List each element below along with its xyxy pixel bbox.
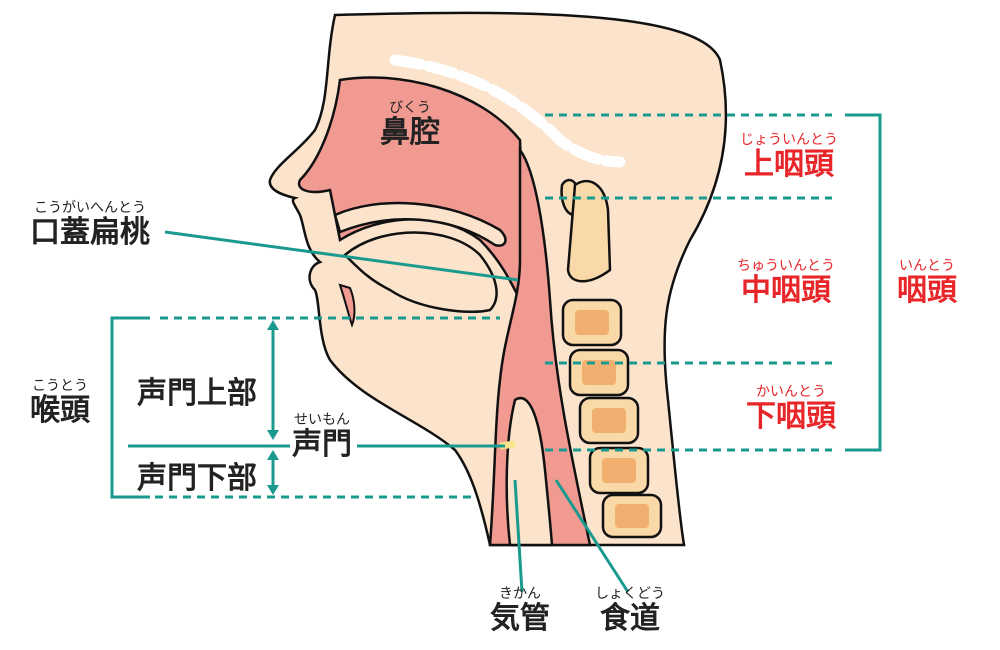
label-supraglottis: 声門上部 (137, 376, 257, 411)
ruby: びくう (389, 100, 431, 116)
ruby: じょういんとう (740, 132, 838, 148)
vertebrae-cores (575, 310, 649, 528)
label-oropharynx: ちゅういんとう 中咽頭 (737, 258, 835, 308)
annotation-lines (110, 113, 882, 593)
ruby: こうがいへんとう (34, 200, 146, 216)
label-text: 咽頭 (897, 273, 957, 308)
label-text: 食道 (600, 601, 660, 636)
label-text: 口蓋扁桃 (30, 215, 150, 250)
label-pharynx: いんとう 咽頭 (897, 258, 957, 308)
trachea-leader (513, 479, 524, 593)
ruby: こうとう (32, 378, 88, 394)
label-glottis: せいもん 声門 (292, 412, 352, 462)
tonsil-leader (164, 230, 519, 282)
label-nasopharynx: じょういんとう 上咽頭 (740, 132, 838, 182)
label-subglottis: 声門下部 (137, 461, 257, 496)
oral-cavity-gap (338, 283, 356, 328)
label-text: 中咽頭 (741, 273, 831, 308)
ruby: きかん (499, 586, 541, 602)
ruby: いんとう (899, 258, 955, 274)
ruby: せいもん (294, 412, 350, 428)
label-larynx: こうとう 喉頭 (30, 378, 90, 428)
ruby: かいんとう (756, 384, 826, 400)
ruby: ちゅういんとう (737, 258, 835, 274)
label-text: 下咽頭 (746, 399, 836, 434)
tongue (343, 231, 498, 314)
label-text: 声門 (292, 427, 352, 462)
label-nasal-cavity: びくう 鼻腔 (380, 100, 440, 150)
esophagus-leader (554, 479, 630, 593)
label-esophagus: しょくどう 食道 (595, 586, 665, 636)
label-text: 気管 (490, 601, 550, 636)
skull-base (389, 54, 626, 168)
palate (333, 201, 507, 247)
arrowheads (267, 320, 279, 495)
label-palatine-tonsil: こうがいへんとう 口蓋扁桃 (30, 200, 150, 250)
larynx-bracket (110, 316, 150, 499)
label-text: 喉頭 (30, 393, 90, 428)
label-text: 上咽頭 (744, 147, 834, 182)
pharynx-bracket (845, 113, 882, 452)
label-hypopharynx: かいんとう 下咽頭 (746, 384, 836, 434)
label-text: 鼻腔 (380, 115, 440, 150)
ruby: しょくどう (595, 586, 665, 602)
label-trachea: きかん 気管 (490, 586, 550, 636)
